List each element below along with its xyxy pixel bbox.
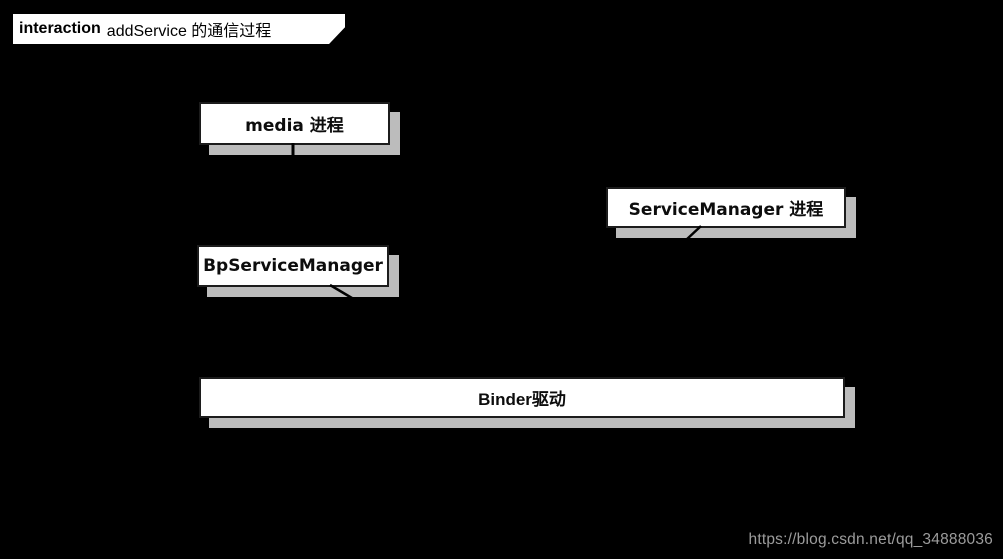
title-text: addService 的通信过程: [106, 23, 272, 40]
participant-label: BpServiceManager: [203, 256, 383, 276]
title-keyword: interaction: [19, 20, 101, 37]
connector-tick-servicemanager: [685, 225, 702, 241]
participant-box-bpservicemanager: BpServiceManager: [197, 245, 389, 287]
participant-label: Binder驱动: [478, 390, 566, 409]
connector-tick-bpservicemanager: [329, 283, 358, 303]
participant-box-media: media 进程: [199, 102, 390, 145]
participant-box-binder: Binder驱动: [199, 377, 845, 418]
diagram-title-tab: interaction addService 的通信过程: [13, 14, 345, 44]
participant-box-servicemanager: ServiceManager 进程: [606, 187, 846, 228]
participant-label: media 进程: [245, 116, 344, 136]
participant-label: ServiceManager 进程: [628, 200, 824, 220]
csdn-watermark: https://blog.csdn.net/qq_34888036: [748, 531, 993, 548]
